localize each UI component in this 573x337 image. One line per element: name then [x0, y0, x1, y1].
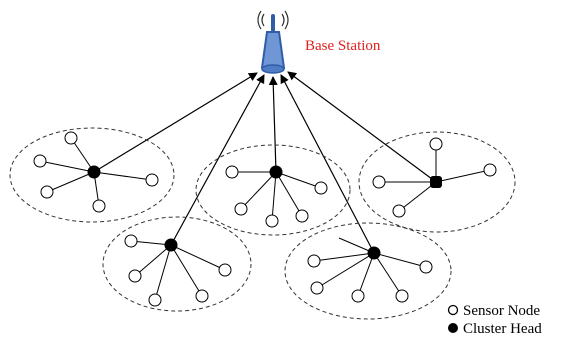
cluster-head — [87, 165, 101, 179]
sensor-node — [225, 165, 239, 179]
cluster — [358, 131, 516, 233]
cluster-boundary — [358, 131, 516, 233]
sensor-node-legend-icon — [447, 304, 459, 316]
uplink-arrow — [287, 71, 437, 183]
cluster-head-legend-icon — [448, 323, 458, 333]
sensor-node — [148, 293, 162, 307]
cluster-boundary — [9, 127, 175, 223]
sensor-node — [419, 260, 433, 274]
cluster-head — [367, 246, 381, 260]
cluster-head — [430, 176, 442, 188]
sensor-node — [429, 137, 443, 151]
cluster — [102, 216, 252, 312]
sensor-node — [395, 289, 409, 303]
cluster — [195, 144, 351, 236]
legend: Sensor Node Cluster Head — [447, 303, 542, 337]
sensor-node — [234, 202, 248, 216]
sensor-node — [33, 154, 47, 168]
legend-sensor-node-label: Sensor Node — [463, 303, 540, 319]
sensor-node — [372, 175, 386, 189]
sensor-node — [195, 289, 209, 303]
sensor-node — [145, 173, 159, 187]
sensor-node — [307, 254, 321, 268]
sensor-node — [314, 181, 328, 195]
uplink-arrow — [268, 76, 278, 173]
sensor-node — [310, 281, 324, 295]
sensor-node — [40, 185, 54, 199]
sensor-node — [483, 163, 497, 177]
sensor-node — [92, 199, 106, 213]
base-station-icon — [257, 10, 289, 74]
uplink-arrow — [170, 74, 265, 246]
sensor-node — [64, 131, 78, 145]
cluster-boundary — [195, 144, 351, 236]
sensor-node — [128, 269, 142, 283]
sensor-node — [124, 234, 138, 248]
cluster-boundary — [102, 216, 252, 312]
base-station-label: Base Station — [305, 38, 381, 54]
cluster-head — [269, 165, 283, 179]
cluster-head — [164, 238, 178, 252]
cluster — [284, 222, 452, 320]
sensor-node — [265, 214, 279, 228]
sensor-node — [218, 263, 232, 277]
sensor-node — [295, 209, 309, 223]
sensor-node — [392, 204, 406, 218]
uplink-arrows — [93, 71, 437, 254]
legend-cluster-head-label: Cluster Head — [463, 321, 542, 337]
cluster-boundary — [284, 222, 452, 320]
sensor-node — [351, 289, 365, 303]
cluster — [9, 127, 175, 223]
uplink-arrow — [93, 72, 258, 173]
